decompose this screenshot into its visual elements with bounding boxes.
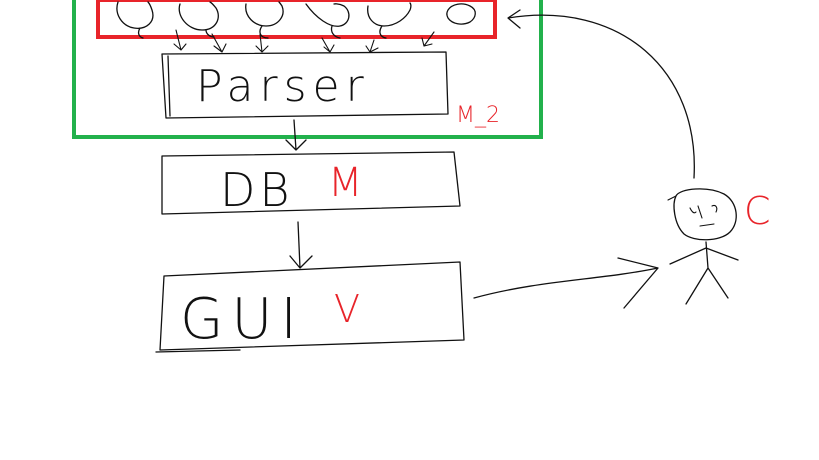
user-tag: C	[744, 189, 771, 233]
gui-label: GUI	[180, 287, 305, 352]
arrow-gui-to-user	[473, 257, 659, 309]
user-stick-figure: C	[667, 188, 771, 305]
user-body	[669, 241, 739, 305]
source-blob-3	[245, 1, 284, 39]
source-blob-4	[305, 3, 350, 39]
arrow-user-to-sources	[507, 9, 695, 179]
parser-tag: M_2	[456, 103, 500, 128]
gui-node: GUI V	[155, 261, 465, 353]
source-blob-5	[367, 2, 412, 39]
data-sources	[116, 1, 476, 39]
db-node: DB M	[161, 151, 461, 217]
db-tag: M	[328, 160, 363, 206]
source-blob-6	[446, 3, 476, 25]
parser-group-box	[72, 0, 543, 139]
parser-label: Parser	[196, 61, 370, 112]
arrow-parser-to-db	[285, 119, 307, 151]
db-box	[161, 151, 461, 215]
arrow-db-to-gui	[289, 221, 313, 269]
gui-tag: V	[334, 287, 360, 331]
user-head	[673, 188, 737, 241]
parser-node: Parser	[161, 51, 449, 119]
source-blob-1	[116, 1, 154, 39]
db-label: DB	[220, 163, 294, 217]
parser-box	[161, 51, 449, 119]
gui-box	[155, 261, 465, 353]
source-to-parser-arrows	[173, 29, 435, 53]
source-blob-2	[178, 1, 219, 38]
sources-group-box	[96, 0, 497, 39]
